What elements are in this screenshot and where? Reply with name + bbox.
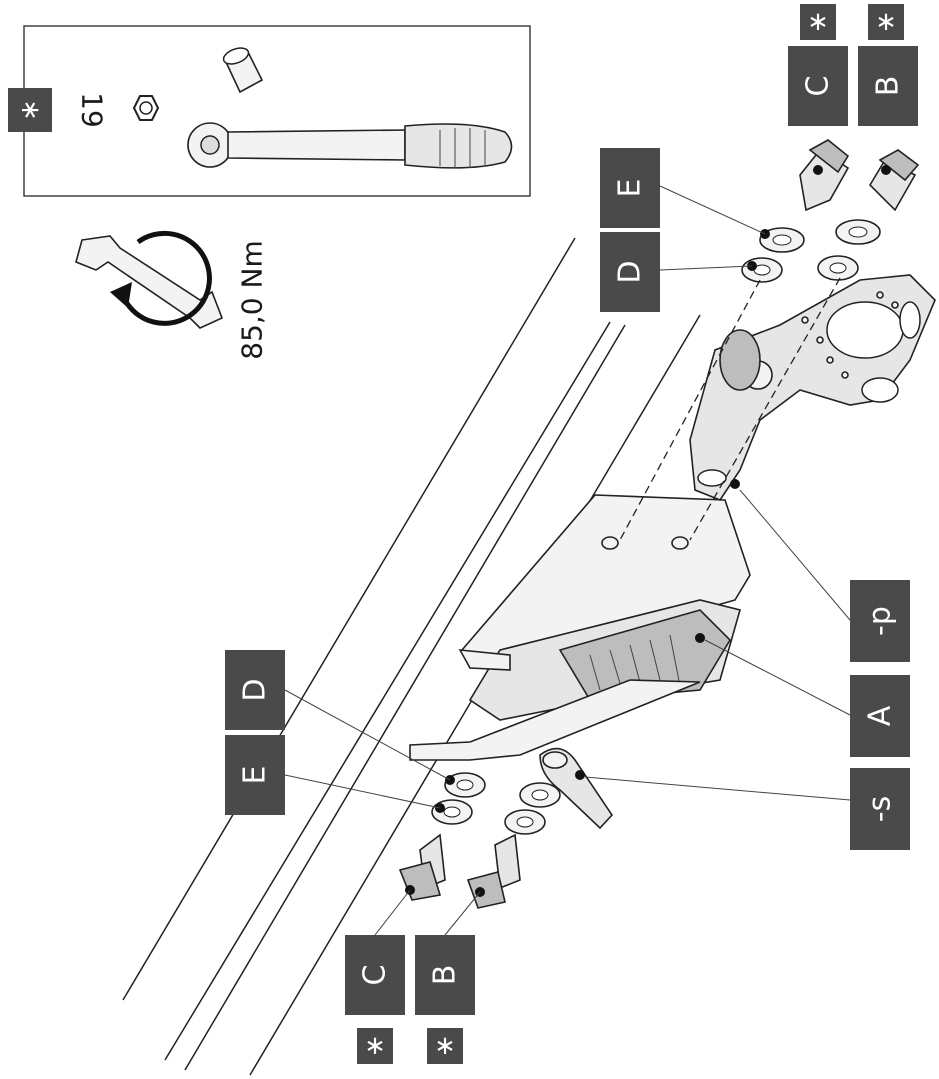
leader-lines	[284, 185, 851, 936]
svg-text:C: C	[801, 76, 836, 97]
svg-text:∗: ∗	[807, 7, 829, 37]
label-star-bottom-b: ∗	[427, 1028, 463, 1064]
connector-dots	[405, 165, 891, 897]
socket-size-label: 19	[76, 92, 109, 128]
torque-value: 85,0 Nm	[236, 240, 269, 359]
mounting-plate	[689, 274, 936, 501]
bracket-body	[409, 494, 751, 761]
hardware-bottom-left	[398, 772, 561, 909]
label-c-bottom: C	[345, 935, 405, 1015]
label-b-top: B	[858, 46, 918, 126]
svg-text:B: B	[428, 965, 463, 986]
label-star-top-b: ∗	[868, 4, 904, 40]
label-e-top: E	[600, 148, 660, 228]
label-d-left: D	[225, 650, 285, 730]
svg-text:C: C	[358, 965, 393, 986]
star-marker-tool: ∗	[8, 88, 52, 132]
svg-text:B: B	[871, 76, 906, 97]
svg-text:A: A	[863, 705, 898, 726]
svg-text:∗: ∗	[875, 7, 897, 37]
label-star-top-c: ∗	[800, 4, 836, 40]
ratchet-wrench-icon	[187, 122, 513, 169]
label-c-top: C	[788, 46, 848, 126]
lever-s	[539, 747, 614, 830]
label-e-left: E	[225, 735, 285, 815]
socket-icon	[222, 47, 264, 94]
svg-text:E: E	[613, 179, 648, 198]
svg-text:∗: ∗	[364, 1031, 386, 1061]
label-b-bottom: B	[415, 935, 475, 1015]
svg-text:-s: -s	[863, 796, 898, 822]
svg-text:∗: ∗	[15, 99, 45, 121]
label-s: -s	[850, 768, 910, 850]
label-p: -p	[850, 580, 910, 662]
svg-text:∗: ∗	[434, 1031, 456, 1061]
label-star-bottom-c: ∗	[357, 1028, 393, 1064]
svg-text:-p: -p	[863, 606, 898, 636]
tool-panel: ∗ 19	[8, 25, 531, 197]
wrench-rotate-icon	[75, 230, 224, 329]
hex-nut-icon	[132, 95, 160, 121]
svg-text:D: D	[613, 260, 648, 283]
svg-text:D: D	[238, 678, 273, 701]
svg-text:E: E	[238, 766, 273, 785]
label-d-top: D	[600, 232, 660, 312]
label-a: A	[850, 675, 910, 757]
